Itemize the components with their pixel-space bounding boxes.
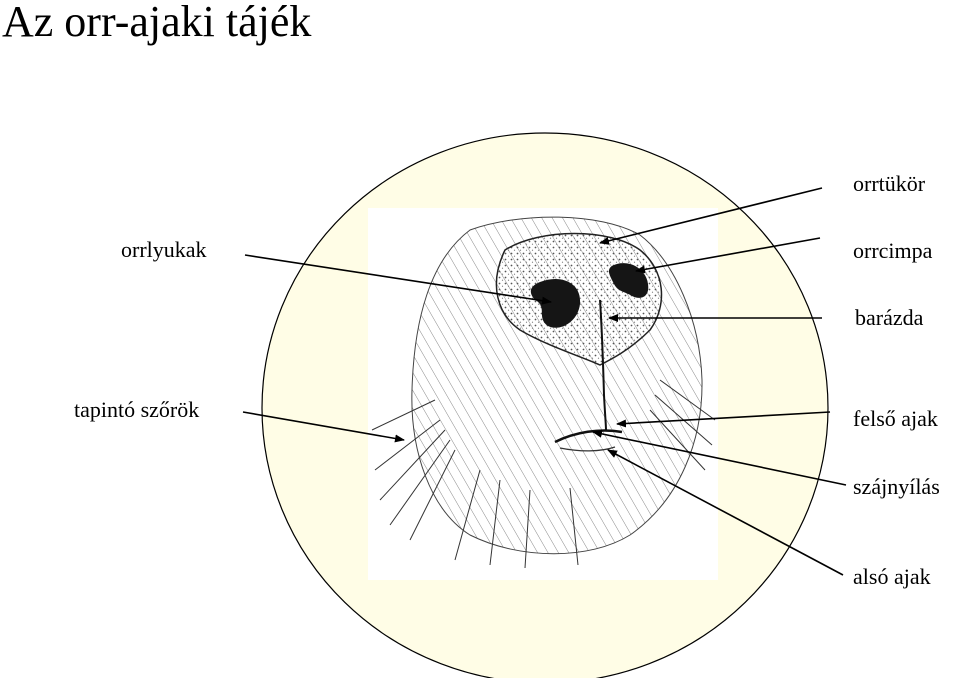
page-title: Az orr-ajaki tájék	[2, 0, 312, 46]
label-also-ajak: alsó ajak	[853, 564, 931, 589]
label-barazda: barázda	[855, 305, 924, 330]
label-orrlyukak: orrlyukak	[121, 237, 207, 262]
arrow-orrlyukak	[244, 254, 552, 305]
arrow-orrtukor	[599, 187, 823, 245]
label-felso-ajak: felső ajak	[853, 406, 938, 431]
arrow-also-ajak	[607, 449, 844, 576]
left-nostril	[530, 278, 581, 328]
arrow-szajnyilas	[592, 429, 847, 486]
lower-lip	[559, 446, 616, 452]
label-orrcimpa: orrcimpa	[853, 238, 933, 263]
label-orrtukor: orrtükör	[853, 171, 926, 196]
arrow-tapinto-szorok	[242, 411, 405, 443]
mouth-opening	[554, 429, 623, 444]
muzzle-illustration	[371, 216, 716, 569]
arrow-felso-ajak	[616, 411, 831, 428]
arrow-orrcimpa	[635, 237, 821, 274]
label-szajnyilas: szájnyílás	[853, 474, 940, 499]
label-tapinto-szorok: tapintó szőrök	[74, 397, 200, 422]
philtrum-groove	[599, 299, 607, 431]
